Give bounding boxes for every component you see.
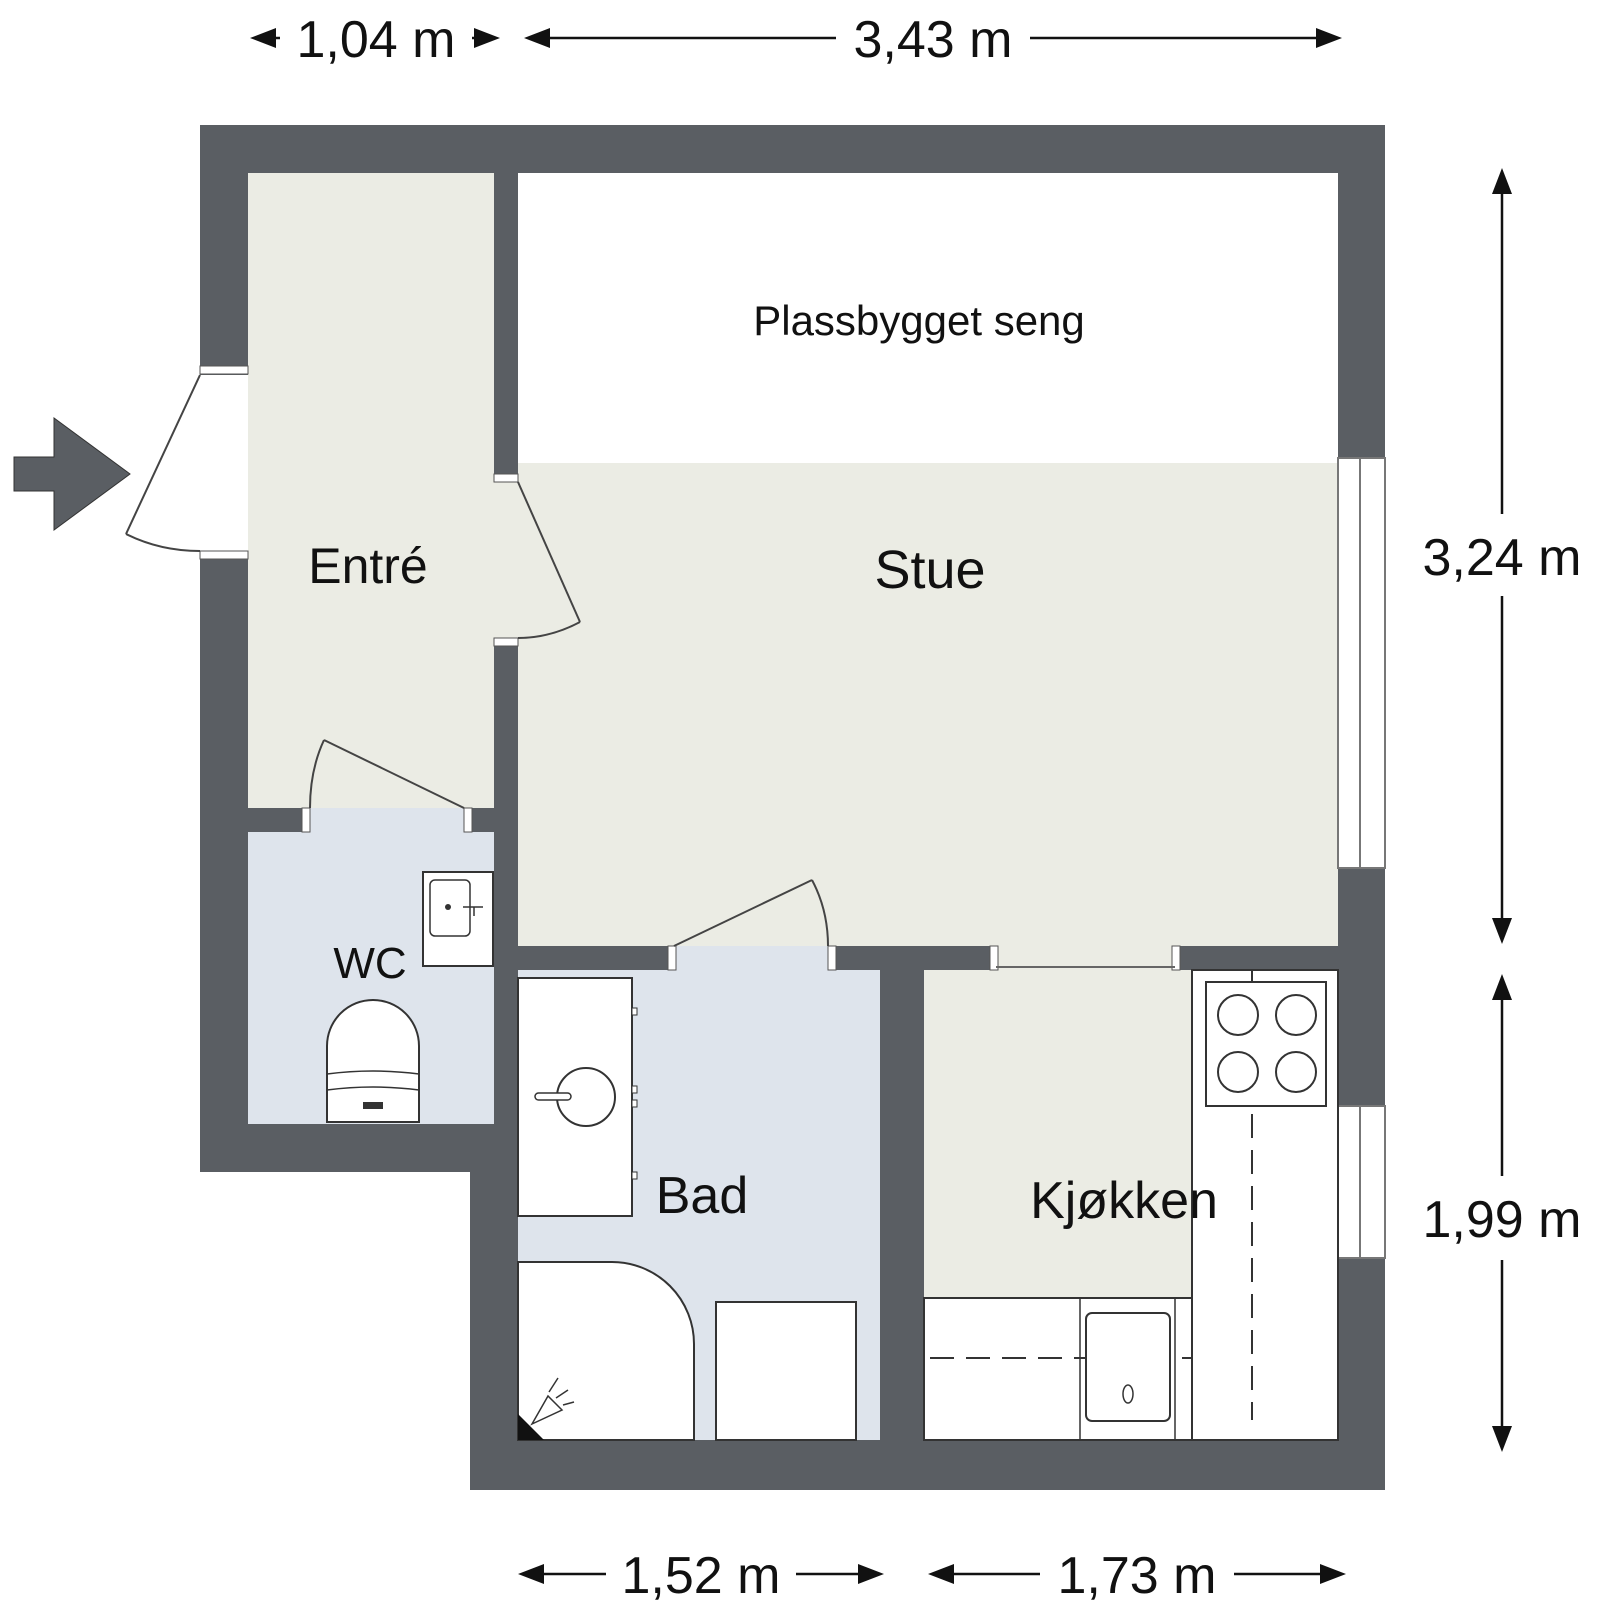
- washing-machine: [715, 1301, 857, 1441]
- dimension-lines: [250, 28, 1512, 1584]
- entry-arrow-icon: [13, 417, 131, 531]
- window-kjokken: [1337, 1105, 1386, 1259]
- room-label-kjokken: Kjøkken: [1030, 1172, 1218, 1230]
- shower-icon: [517, 1261, 695, 1441]
- dim-label-right-upper: 3,24 m: [1423, 529, 1582, 587]
- room-label-bed: Plassbygget seng: [753, 297, 1085, 344]
- bad-vanity-sink-icon: [517, 977, 638, 1217]
- room-label-stue: Stue: [874, 540, 985, 600]
- kitchen-sink-icon: [1085, 1312, 1171, 1422]
- dim-label-top-left: 1,04 m: [297, 11, 456, 69]
- stue-floor: [518, 463, 1338, 946]
- room-label-wc: WC: [333, 939, 406, 988]
- wc-sink-icon: [422, 871, 494, 967]
- dim-label-right-lower: 1,99 m: [1423, 1191, 1582, 1249]
- shower-spray-icon: [530, 1377, 575, 1426]
- bad-door-opening: [674, 946, 832, 970]
- wc-door-opening: [307, 808, 469, 832]
- toilet-icon: [326, 999, 420, 1123]
- dim-label-bottom-left: 1,52 m: [622, 1547, 781, 1605]
- entre-stue-opening: [494, 482, 518, 638]
- dim-label-top-right: 3,43 m: [854, 11, 1013, 69]
- room-label-bad: Bad: [656, 1167, 749, 1225]
- door-jambs: [199, 365, 1181, 971]
- door-swings: [125, 374, 829, 947]
- bed-area: [518, 173, 1338, 463]
- window-stue: [1337, 457, 1386, 869]
- dim-label-bottom-right: 1,73 m: [1058, 1547, 1217, 1605]
- room-label-entre: Entré: [308, 538, 428, 594]
- entry-opening: [200, 375, 248, 551]
- entre-floor: [248, 173, 494, 808]
- stove-icon: [1205, 981, 1327, 1107]
- shower-head-icon: [518, 1414, 544, 1440]
